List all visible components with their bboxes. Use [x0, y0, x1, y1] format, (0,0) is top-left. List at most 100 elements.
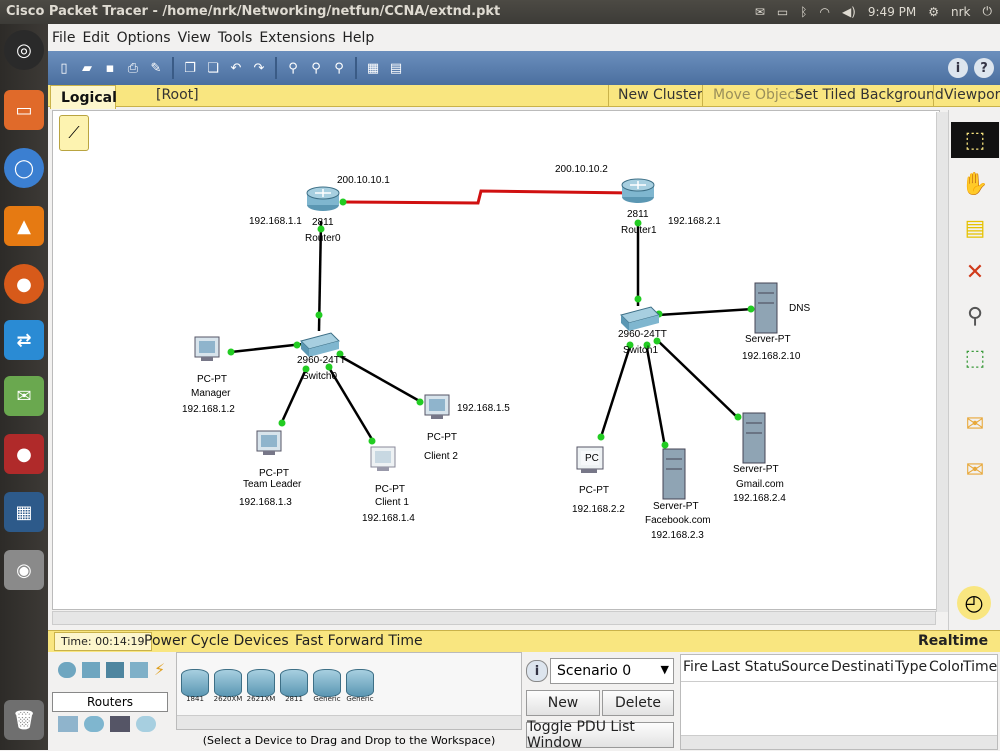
- router-2620xm-icon[interactable]: [214, 669, 242, 697]
- facebook-name: Facebook.com: [645, 515, 711, 526]
- column-source: Source: [781, 659, 830, 675]
- menu-edit[interactable]: Edit: [82, 29, 110, 46]
- wan-emulation-category-icon[interactable]: [84, 716, 104, 732]
- menu-help[interactable]: Help: [342, 29, 375, 46]
- resize-shape-icon[interactable]: ⬚: [964, 345, 986, 371]
- set-tiled-background-button[interactable]: Set Tiled Background: [795, 87, 944, 103]
- zoom-reset-icon[interactable]: ⚲: [311, 60, 321, 76]
- add-simple-pdu-icon[interactable]: ✉: [965, 411, 985, 437]
- help-icon[interactable]: ?: [974, 58, 994, 78]
- new-cluster-button[interactable]: New Cluster: [618, 87, 703, 103]
- horizontal-scrollbar[interactable]: [52, 611, 936, 625]
- router-2811-icon[interactable]: [280, 669, 308, 697]
- pdu-table-scrollbar[interactable]: [681, 735, 997, 749]
- print-icon[interactable]: ⎙: [127, 60, 139, 76]
- workspace-switcher-icon[interactable]: ▦: [4, 492, 44, 532]
- bluetooth-icon[interactable]: ᛒ: [800, 4, 808, 19]
- scenario-select[interactable]: Scenario 0 ▼: [550, 658, 674, 684]
- ubuntu-logo-icon[interactable]: ◎: [4, 30, 44, 70]
- viewport-button[interactable]: Viewport: [944, 87, 1000, 103]
- client2-name: Client 2: [424, 451, 458, 462]
- vertical-scrollbar[interactable]: [936, 112, 948, 612]
- redo-icon[interactable]: ↷: [253, 60, 265, 76]
- end-devices-category-icon[interactable]: [58, 716, 78, 732]
- info-icon[interactable]: i: [948, 58, 968, 78]
- switches-category-icon[interactable]: [82, 662, 100, 678]
- copy-icon[interactable]: ❐: [184, 60, 196, 76]
- connections-category-icon[interactable]: ⚡: [154, 660, 166, 679]
- inspect-magnifier-icon[interactable]: ⚲: [966, 303, 984, 329]
- router-generic-2-icon[interactable]: [346, 669, 374, 697]
- packet-tracer-icon[interactable]: ✉: [4, 376, 44, 416]
- simulation-clock-icon[interactable]: ◴: [957, 586, 991, 620]
- clock[interactable]: 9:49 PM: [867, 4, 917, 19]
- open-folder-icon[interactable]: ▰: [82, 60, 92, 76]
- toggle-pdu-list-button[interactable]: Toggle PDU List Window: [526, 719, 674, 751]
- firefox-icon[interactable]: ●: [4, 264, 44, 304]
- realtime-mode-tab[interactable]: Realtime: [918, 633, 989, 649]
- disk-icon[interactable]: ◉: [4, 550, 44, 590]
- custom-devices-category-icon[interactable]: [110, 716, 130, 732]
- zoom-in-icon[interactable]: ⚲: [288, 60, 298, 76]
- volume-icon[interactable]: ◀): [841, 4, 856, 19]
- wireless-category-icon[interactable]: [130, 662, 148, 678]
- vlc-icon[interactable]: ▲: [4, 206, 44, 246]
- teamviewer-icon[interactable]: ⇄: [4, 320, 44, 360]
- palette-icon[interactable]: ▦: [366, 60, 380, 76]
- launcher: ◎ ▭ ◯ ▲ ● ⇄ ✉ ● ▦ ◉ 🗑: [0, 24, 48, 750]
- new-scenario-button[interactable]: New: [526, 690, 600, 716]
- user-name[interactable]: nrk: [951, 4, 971, 19]
- move-object-button[interactable]: Move Object: [713, 87, 801, 103]
- multiuser-category-icon[interactable]: [136, 716, 156, 732]
- gear-icon[interactable]: ⚙: [928, 4, 939, 19]
- hubs-category-icon[interactable]: [106, 662, 124, 678]
- chromium-icon[interactable]: ◯: [4, 148, 44, 188]
- wifi-icon[interactable]: ◠: [819, 4, 830, 19]
- logical-workspace[interactable]: ⟋: [52, 110, 940, 610]
- chevron-down-icon: ▼: [660, 663, 669, 676]
- new-file-icon[interactable]: ▯: [60, 60, 68, 76]
- add-complex-pdu-icon[interactable]: ✉: [965, 457, 985, 483]
- manager-ip: 192.168.1.2: [182, 404, 235, 415]
- power-cycle-devices-button[interactable]: Power Cycle Devices: [144, 633, 289, 649]
- undo-icon[interactable]: ↶: [230, 60, 242, 76]
- menu-view[interactable]: View: [177, 29, 211, 46]
- router0-wan-ip: 200.10.10.1: [337, 175, 390, 186]
- device-list-scrollbar[interactable]: [177, 715, 521, 729]
- delete-icon[interactable]: ✕: [965, 259, 985, 285]
- battery-icon[interactable]: ▭: [776, 4, 789, 19]
- router-2621xm-icon[interactable]: [247, 669, 275, 697]
- router-generic-icon[interactable]: [313, 669, 341, 697]
- router-1841-icon[interactable]: [181, 669, 209, 697]
- menu-file[interactable]: File: [52, 29, 76, 46]
- routers-category-icon[interactable]: [58, 662, 76, 678]
- tab-logical[interactable]: Logical: [50, 85, 117, 109]
- select-tool-icon[interactable]: ⬚: [951, 122, 999, 158]
- place-note-icon[interactable]: ▤: [964, 215, 986, 241]
- server-facebook-icon: [662, 448, 686, 500]
- power-icon[interactable]: ⏻: [982, 4, 993, 18]
- trash-icon[interactable]: 🗑: [4, 700, 44, 740]
- router0-name: Router0: [305, 233, 341, 244]
- files-icon[interactable]: ▭: [4, 90, 44, 130]
- mail-icon[interactable]: ✉: [754, 4, 765, 19]
- menu-tools[interactable]: Tools: [217, 29, 253, 46]
- root-breadcrumb[interactable]: [Root]: [156, 87, 199, 103]
- pc-client1-icon: [370, 446, 396, 471]
- delete-scenario-button[interactable]: Delete: [602, 690, 674, 716]
- move-layout-hand-icon[interactable]: ✋: [961, 171, 989, 197]
- menu-extensions[interactable]: Extensions: [259, 29, 336, 46]
- activity-wizard-icon[interactable]: ✎: [150, 60, 162, 76]
- scenario-info-icon[interactable]: i: [526, 660, 548, 682]
- custom-device-icon[interactable]: ▤: [389, 60, 403, 76]
- zoom-out-icon[interactable]: ⚲: [334, 60, 344, 76]
- cluster-topology-icon[interactable]: ⟋: [59, 115, 89, 151]
- device-categories: ⚡: [52, 662, 172, 686]
- menu-options[interactable]: Options: [116, 29, 171, 46]
- divider: [608, 85, 609, 107]
- shotwell-icon[interactable]: ●: [4, 434, 44, 474]
- save-icon[interactable]: ▪: [105, 60, 115, 76]
- switch1-name: Switch1: [623, 345, 659, 356]
- fast-forward-time-button[interactable]: Fast Forward Time: [295, 633, 423, 649]
- paste-icon[interactable]: ❏: [207, 60, 219, 76]
